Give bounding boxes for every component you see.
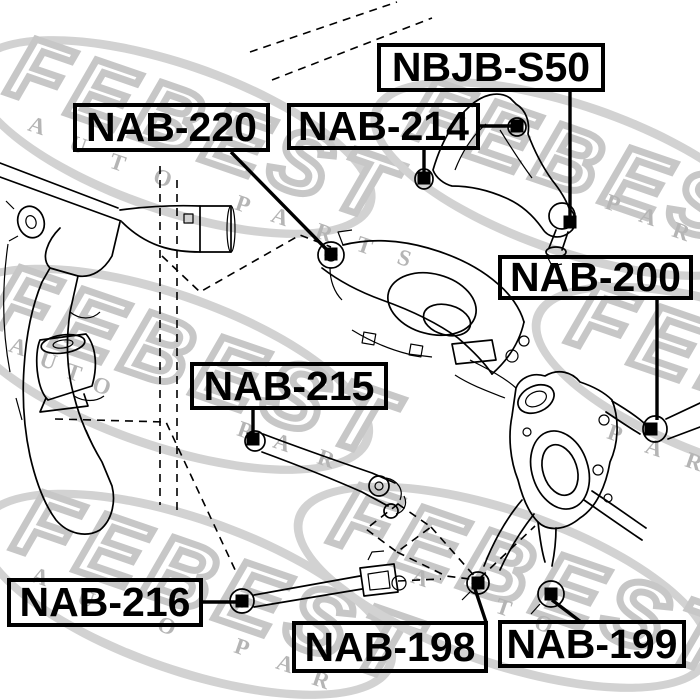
part-label-NAB-198: NAB-198: [292, 621, 488, 673]
leader-line-NAB-220: [229, 150, 333, 256]
marker-square-NAB-215: [246, 432, 260, 446]
part-label-NAB-200: NAB-200: [498, 254, 693, 300]
marker-square-NAB-214: [510, 119, 524, 133]
leader-line-NAB-198: [472, 585, 488, 623]
marker-square-NBJB-S50: [563, 215, 577, 229]
part-label-NAB-216: NAB-216: [7, 578, 203, 627]
part-label-NBJB-S50: NBJB-S50: [377, 43, 605, 92]
part-label-NAB-215: NAB-215: [190, 362, 388, 410]
subframe-drawing: [0, 162, 236, 535]
part-label-NAB-199: NAB-199: [498, 620, 686, 668]
part-label-NAB-220: NAB-220: [73, 103, 270, 152]
marker-square-NAB-214: [417, 171, 431, 185]
part-label-NAB-214: NAB-214: [287, 103, 480, 150]
knuckle-drawing: [454, 359, 700, 571]
marker-square-NAB-198: [471, 576, 485, 590]
marker-square-NAB-200: [644, 422, 658, 436]
front-lateral-link-drawing: [244, 430, 407, 519]
rear-lateral-rod-drawing: [229, 550, 407, 614]
leader-line-NAB-199: [550, 598, 583, 624]
marker-square-NAB-220: [324, 247, 338, 261]
marker-square-NAB-216: [235, 594, 249, 608]
marker-square-NAB-199: [544, 587, 558, 601]
